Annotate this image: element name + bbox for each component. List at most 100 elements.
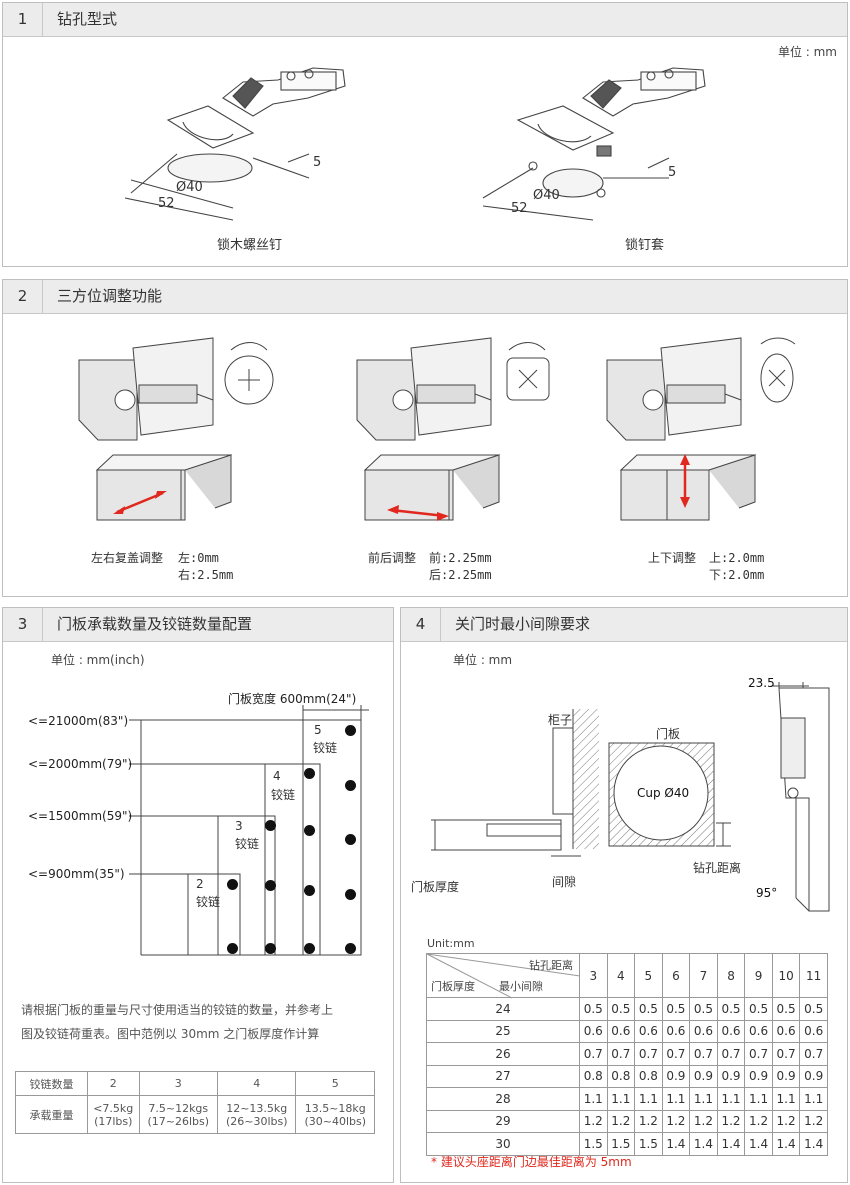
- hinge-dot: [265, 820, 276, 831]
- step-label-5: 铰链: [313, 741, 338, 755]
- load-table-cell: 13.5~18kg(30~40lbs): [295, 1095, 375, 1134]
- gap-value-cell: 1.1: [661, 1087, 691, 1111]
- unit-label: 单位 : mm: [777, 45, 837, 59]
- gap-value-cell: 0.6: [744, 1019, 773, 1043]
- row-thickness: 29: [426, 1109, 580, 1133]
- door-width-label: 门板宽度 600mm(24"): [228, 692, 357, 706]
- section-header: 4 关门时最小间隙要求: [401, 608, 847, 642]
- hinge-staircase-diagram: [129, 705, 369, 956]
- load-kg: 7.5~12kgs: [148, 1101, 209, 1115]
- dim-depth-right: 5: [668, 165, 677, 180]
- hinge-dot: [304, 885, 315, 896]
- step-label-4: 铰链: [271, 788, 296, 802]
- section-header: 1 钻孔型式: [3, 3, 847, 37]
- col-header: 10: [771, 953, 801, 998]
- hinge-dot: [227, 943, 238, 954]
- adjust-value-side-1: 左:0mm: [178, 551, 219, 565]
- gap-value-cell: 0.6: [689, 1019, 718, 1043]
- dim-width-right: 52: [511, 201, 528, 216]
- col-header: 7: [689, 953, 718, 998]
- col-header: 3: [579, 953, 608, 998]
- unit-label: 单位 : mm: [453, 653, 513, 667]
- gap-value-cell: 0.9: [799, 1064, 828, 1088]
- recommendation-note: * 建议头座距离门边最佳距离为 5mm: [431, 1155, 632, 1169]
- gap-value-cell: 1.4: [799, 1132, 828, 1156]
- col-header: 11: [799, 953, 828, 998]
- step-number-5: 5: [314, 723, 322, 737]
- gap-value-cell: 0.9: [744, 1064, 773, 1088]
- hinge-dot: [227, 879, 238, 890]
- load-table: 铰链数量 2 3 4 5 承载重量 <7.5kg(17lbs) 7.5~12kg…: [15, 1071, 375, 1134]
- gap-value-cell: 0.9: [771, 1064, 801, 1088]
- section-drilling-type: 1 钻孔型式 单位 : mm Ø40 52 5 锁木螺丝钉: [2, 2, 848, 267]
- label-cabinet: 柜子: [548, 713, 573, 727]
- gap-value-cell: 0.8: [634, 1064, 663, 1088]
- gap-value-cell: 0.6: [634, 1019, 663, 1043]
- hinge-dot: [345, 943, 356, 954]
- gap-value-cell: 0.8: [606, 1064, 636, 1088]
- height-label-4: <=900mm(35"): [28, 867, 125, 881]
- hinge-dot: [304, 768, 315, 779]
- gap-value-cell: 1.2: [606, 1109, 636, 1133]
- height-label-2: <=2000mm(79"): [28, 757, 133, 771]
- label-door: 门板: [656, 727, 681, 741]
- gap-value-cell: 0.5: [689, 997, 718, 1021]
- gap-value-cell: 1.2: [579, 1109, 608, 1133]
- gap-value-cell: 1.2: [744, 1109, 773, 1133]
- gap-value-cell: 1.1: [634, 1087, 663, 1111]
- section-number: 2: [3, 280, 43, 313]
- corner-bottom-left-label: 门板厚度: [431, 980, 475, 993]
- usage-note-line-2: 图及铰链荷重表。图中范例以 30mm 之门板厚度作计算: [21, 1027, 320, 1041]
- step-number-2: 2: [196, 877, 204, 891]
- step-label-2: 铰链: [196, 895, 221, 909]
- gap-value-cell: 1.4: [689, 1132, 718, 1156]
- step-number-4: 4: [273, 769, 281, 783]
- label-drill-distance: 钻孔距离: [693, 861, 742, 875]
- load-kg: 12~13.5kg: [226, 1101, 288, 1115]
- gap-value-cell: 1.1: [606, 1087, 636, 1111]
- gap-value-cell: 1.1: [744, 1087, 773, 1111]
- gap-value-cell: 0.5: [661, 997, 691, 1021]
- dim-offset: 23.5: [748, 676, 775, 690]
- adjust-value-depth-2: 后:2.25mm: [429, 568, 492, 582]
- row-thickness: 27: [426, 1064, 580, 1088]
- hinge-dot: [345, 889, 356, 900]
- dim-width-left: 52: [158, 196, 175, 211]
- load-table-cell: <7.5kg(17lbs): [87, 1095, 140, 1134]
- row-thickness: 26: [426, 1042, 580, 1066]
- load-lbs: (17lbs): [94, 1114, 133, 1128]
- gap-value-cell: 0.7: [634, 1042, 663, 1066]
- load-table-cell: 4: [216, 1071, 297, 1096]
- gap-value-cell: 0.9: [716, 1064, 746, 1088]
- section-title: 钻孔型式: [57, 10, 118, 28]
- gap-value-cell: 1.1: [579, 1087, 608, 1111]
- hinge-dot: [345, 725, 356, 736]
- section-number: 4: [401, 608, 441, 641]
- adjust-depth-diagram: [356, 337, 550, 521]
- adjust-label-depth: 前后调整: [368, 551, 417, 565]
- usage-note-line-1: 请根据门板的重量与尺寸使用适当的铰链的数量，并参考上: [21, 1003, 334, 1017]
- section-title: 关门时最小间隙要求: [455, 615, 591, 633]
- load-lbs: (17~26lbs): [147, 1114, 210, 1128]
- adjust-label-side: 左右复盖调整: [91, 551, 164, 565]
- col-header: 9: [744, 953, 773, 998]
- load-table-cell: 5: [295, 1071, 375, 1096]
- corner-top-label: 钻孔距离: [529, 959, 573, 972]
- section-min-gap: 4 关门时最小间隙要求 单位 : mm: [400, 607, 848, 1183]
- gap-diagram: [431, 682, 830, 912]
- angle-label: 95°: [756, 886, 778, 900]
- dim-diameter-left: Ø40: [176, 180, 203, 195]
- hinge-dot: [304, 943, 315, 954]
- gap-value-cell: 0.6: [606, 1019, 636, 1043]
- col-header: 5: [634, 953, 663, 998]
- adjust-value-depth-1: 前:2.25mm: [429, 551, 492, 565]
- gap-value-cell: 0.9: [689, 1064, 718, 1088]
- gap-value-cell: 0.6: [799, 1019, 828, 1043]
- load-table-cell: 12~13.5kg(26~30lbs): [216, 1095, 297, 1134]
- adjust-height-diagram: [606, 337, 796, 521]
- row-thickness: 24: [426, 997, 580, 1021]
